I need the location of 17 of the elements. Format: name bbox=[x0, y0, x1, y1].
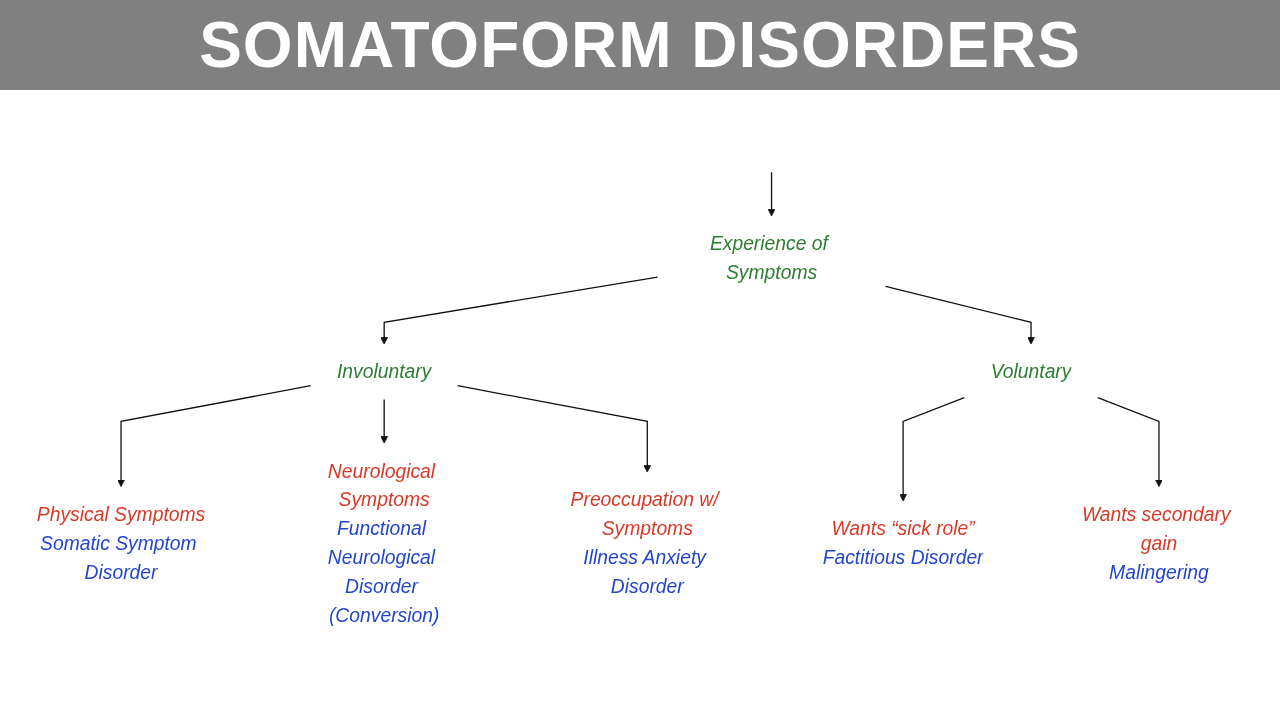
arrow bbox=[884, 286, 1035, 345]
node-text: Voluntary bbox=[990, 361, 1072, 384]
node-text: Physical Symptoms Somatic Symptom Disorder bbox=[36, 503, 206, 584]
arrow bbox=[457, 385, 652, 473]
arrow bbox=[1097, 397, 1163, 488]
node-text: Wants “sick role” Factitious Disorder bbox=[822, 518, 984, 570]
node-text: Involuntary bbox=[336, 361, 432, 384]
node-text: Experience of Symptoms bbox=[709, 233, 828, 285]
arrow bbox=[380, 276, 659, 345]
title: SOMATOFORM DISORDERS bbox=[0, 0, 1280, 90]
node-text: Wants secondary gain Malingering bbox=[1081, 503, 1231, 584]
node-text: Preoccupation w/ Symptoms Illness Anxiety Disorder bbox=[570, 489, 719, 599]
arrow bbox=[899, 397, 965, 502]
arrow bbox=[767, 172, 776, 217]
node-text: Neurological Symptoms Functional Neurological Disorder (Conversion) bbox=[327, 460, 440, 627]
arrow bbox=[117, 385, 312, 488]
arrow bbox=[380, 399, 388, 444]
